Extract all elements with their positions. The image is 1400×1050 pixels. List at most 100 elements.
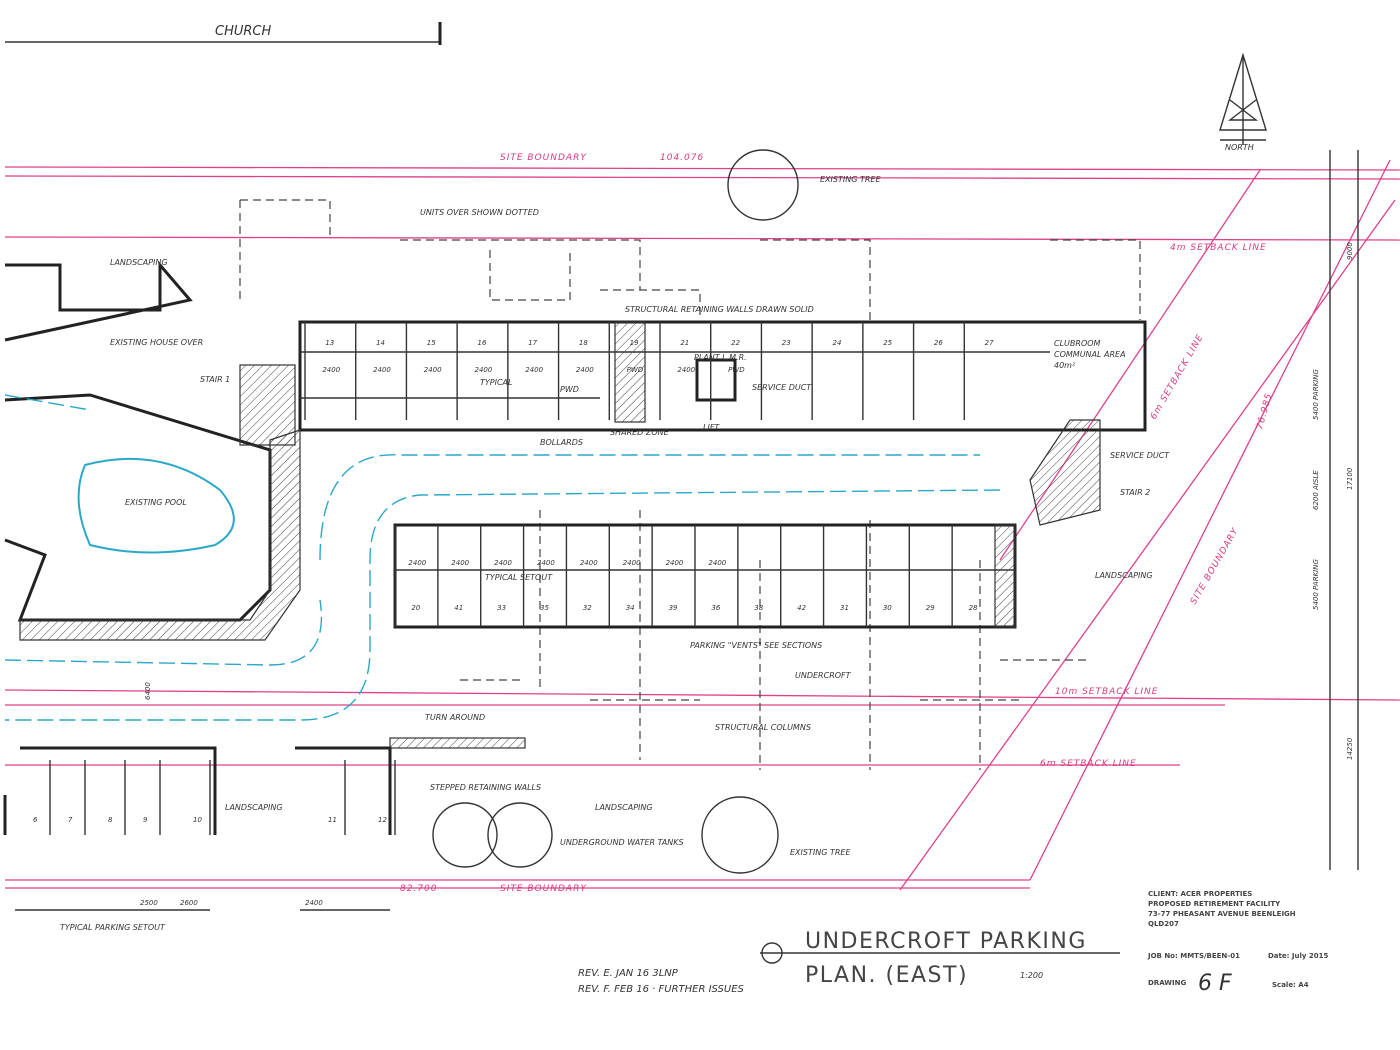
- bay-number: 34: [626, 604, 635, 612]
- bay-number: 14: [376, 339, 385, 347]
- bay-number: 6: [33, 816, 38, 824]
- water-tanks-label: UNDERGROUND WATER TANKS: [560, 838, 684, 847]
- bay-width: 2400: [322, 366, 340, 374]
- rev-f: REV. F. FEB 16 · FURTHER ISSUES: [578, 984, 745, 995]
- units-over-dashed: [239, 199, 1141, 770]
- client: CLIENT: ACER PROPERTIES: [1148, 890, 1252, 898]
- project: PROPOSED RETIREMENT FACILITY: [1148, 900, 1281, 908]
- existing-tree-bottom: [701, 796, 779, 874]
- driveway-path: [4, 394, 1001, 721]
- address: 73-77 PHEASANT AVENUE BEENLEIGH: [1148, 910, 1296, 918]
- bay-number: 11: [328, 816, 337, 824]
- north-arrow-icon: [1219, 52, 1267, 145]
- bay-width: 2400: [424, 366, 442, 374]
- stepped-walls-label: STEPPED RETAINING WALLS: [430, 783, 541, 792]
- common-area-label: CLUBROOM COMMUNAL AREA 40m²: [1054, 339, 1126, 370]
- site-boundary-bottom-dim: 82.700: [400, 884, 438, 894]
- church-outline: [5, 22, 442, 45]
- bay-width: 2400: [677, 366, 695, 374]
- site-boundary-bottom: SITE BOUNDARY: [500, 884, 587, 894]
- landscaping-2: LANDSCAPING: [225, 803, 283, 812]
- units-over-label: UNITS OVER SHOWN DOTTED: [420, 208, 539, 217]
- bay-width: 2400: [623, 559, 641, 567]
- setback-10m: 10m SETBACK LINE: [1055, 687, 1158, 697]
- bay-number: 30: [883, 604, 892, 612]
- existing-tree-bottom-label: EXISTING TREE: [790, 848, 851, 857]
- upper-parking-block: [298, 320, 1147, 432]
- site-boundary-diag: SITE BOUNDARY: [1189, 526, 1241, 607]
- bay-number: 27: [985, 339, 994, 347]
- bay-number: 32: [583, 604, 592, 612]
- dim-14250: 14250: [1346, 737, 1354, 760]
- bay-number: 10: [193, 816, 202, 824]
- dim-5400b: 5400 PARKING: [1312, 559, 1320, 610]
- structural-walls-label: STRUCTURAL RETAINING WALLS DRAWN SOLID: [625, 305, 814, 314]
- dimension-lines: [15, 150, 1359, 911]
- lift-label: LIFT: [703, 423, 720, 432]
- dim-9000: 9000: [1346, 242, 1354, 260]
- bay-number: 29: [926, 604, 935, 612]
- bay-width: 2400: [408, 559, 426, 567]
- existing-tree-top-label: EXISTING TREE: [820, 175, 881, 184]
- bay-width: 2400: [475, 366, 493, 374]
- site-boundary-top: SITE BOUNDARY: [500, 153, 587, 163]
- dim-2400: 2400: [305, 899, 323, 907]
- existing-house-label: EXISTING HOUSE OVER: [110, 338, 203, 347]
- typical-setout-label: TYPICAL SETOUT: [485, 573, 553, 582]
- landscaping-3: LANDSCAPING: [595, 803, 653, 812]
- bay-number: 8: [108, 816, 113, 824]
- existing-pool-label: EXISTING POOL: [125, 498, 187, 507]
- north-label: NORTH: [1225, 143, 1254, 152]
- bay-number: 19: [630, 339, 639, 347]
- bay-number: 23: [782, 339, 791, 347]
- bay-number: 9: [143, 816, 148, 824]
- bay-number: 42: [797, 604, 806, 612]
- lmr-label: PLANT L.M.R.: [694, 353, 747, 362]
- bay-width: 2400: [580, 559, 598, 567]
- structural-columns-label: STRUCTURAL COLUMNS: [715, 723, 811, 732]
- existing-tree-top: [727, 149, 799, 221]
- bay-number: 15: [427, 339, 436, 347]
- landscaping-1: LANDSCAPING: [110, 258, 168, 267]
- bay-number: 36: [711, 604, 720, 612]
- bay-width: 2400: [537, 559, 555, 567]
- title-block-drawing: [760, 942, 1120, 964]
- bay-width: 2400: [666, 559, 684, 567]
- shared-zone-label: SHARED ZONE: [610, 428, 670, 437]
- stair-2-label: STAIR 2: [1120, 488, 1150, 497]
- pool-area: [4, 260, 301, 641]
- drawing-label: DRAWING: [1148, 979, 1186, 987]
- postcode: QLD207: [1148, 920, 1179, 928]
- diag-dim: 76.985: [1255, 392, 1274, 431]
- bay-width: PWD: [627, 366, 644, 374]
- bay-number: 12: [378, 816, 387, 824]
- water-tank-1: [432, 802, 498, 868]
- title-line-1: UNDERCROFT PARKING: [805, 929, 1087, 954]
- bay-number: 35: [540, 604, 549, 612]
- bay-number: 41: [454, 604, 463, 612]
- bay-width: 2400: [451, 559, 469, 567]
- dim-5400a: 5400 PARKING: [1312, 369, 1320, 420]
- stair-1-label: STAIR 1: [200, 375, 230, 384]
- water-tank-2: [487, 802, 553, 868]
- bay-number: 39: [669, 604, 678, 612]
- parking-vents-label: PARKING "VENTS" SEE SECTIONS: [690, 641, 822, 650]
- bay-width: 2400: [373, 366, 391, 374]
- typical-label: TYPICAL: [480, 378, 512, 387]
- bay-number: 38: [754, 604, 763, 612]
- bay-number: 17: [528, 339, 537, 347]
- lower-parking-block: [393, 419, 1101, 629]
- church-label: CHURCH: [215, 24, 271, 39]
- drawing-no: 6 F: [1198, 971, 1232, 996]
- dim-6200: 6200 AISLE: [1312, 470, 1320, 510]
- bollards-label: BOLLARDS: [540, 438, 583, 447]
- bay-number: 13: [325, 339, 334, 347]
- bay-width: PWD: [728, 366, 745, 374]
- bay-width: 2400: [708, 559, 726, 567]
- date: Date: July 2015: [1268, 952, 1328, 960]
- undercroft-label: UNDERCROFT: [795, 671, 852, 680]
